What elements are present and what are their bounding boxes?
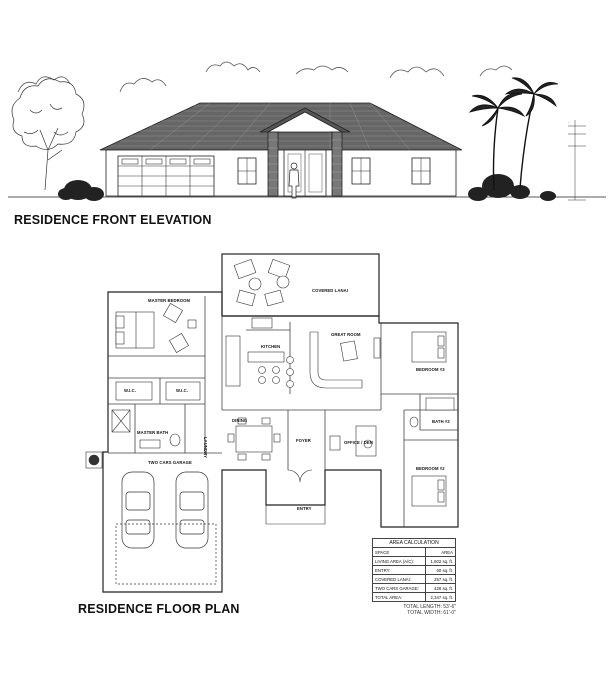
ac-unit <box>85 451 103 469</box>
table-row: COVERED LANAI: 257 sq. ft. <box>371 574 456 584</box>
area-header-area: AREA <box>425 547 456 557</box>
palm-trees <box>468 77 559 191</box>
master-bath-fixtures <box>111 409 181 449</box>
entry-porch <box>265 469 326 525</box>
svg-text:·: · <box>568 120 570 125</box>
lanai-furniture <box>233 258 291 307</box>
shrubs-right <box>468 174 556 201</box>
house-elevation <box>99 102 463 197</box>
dining-table <box>227 417 281 461</box>
area-value-cell: 2,347 sq. ft. <box>425 592 456 602</box>
elevation-level-markers: · <box>568 120 586 201</box>
room-wic-1: W.I.C. <box>124 388 136 393</box>
area-space-cell: TOTAL AREA: <box>371 592 427 602</box>
area-value-cell: 1,602 sq. ft. <box>425 556 456 566</box>
kitchen-fixtures <box>225 317 294 388</box>
great-room-sofa <box>309 331 381 389</box>
room-bedroom-2: BEDROOM #2 <box>416 466 445 471</box>
area-space-cell: ENTRY: <box>371 565 427 575</box>
room-laundry: LAUNDRY <box>203 437 208 459</box>
area-space-cell: TWO CARS GARAGE: <box>371 583 427 593</box>
room-bath-2: BATH #2 <box>432 419 450 424</box>
tree-left <box>11 78 85 191</box>
area-calculation-table: AREA CALCULATION SPACE AREA LIVING AREA … <box>371 538 456 602</box>
master-bed <box>115 303 197 353</box>
table-row: LIVING AREA (A/C): 1,602 sq. ft. <box>371 556 456 566</box>
area-value-cell: 257 sq. ft. <box>425 574 456 584</box>
elevation-title: RESIDENCE FRONT ELEVATION <box>14 212 212 228</box>
room-covered-lanai: COVERED LANAI <box>312 288 348 293</box>
room-entry: ENTRY <box>297 506 312 511</box>
room-dining: DINING <box>232 418 248 423</box>
room-master-bath: MASTER BATH <box>137 430 169 435</box>
area-value-cell: 428 sq. ft. <box>425 583 456 593</box>
office-desk <box>329 425 377 457</box>
floor-plan-title: RESIDENCE FLOOR PLAN <box>78 601 240 617</box>
bedroom-beds <box>411 331 447 507</box>
floor-plan-drawing <box>85 253 459 593</box>
room-office-den: OFFICE / DEN <box>344 440 373 445</box>
room-kitchen: KITCHEN <box>261 344 281 349</box>
clouds <box>17 61 513 93</box>
person-figure <box>288 162 300 199</box>
shrubs-left <box>58 180 104 201</box>
room-wic-2: W.I.C. <box>176 388 188 393</box>
room-foyer: FOYER <box>296 438 311 443</box>
garage-cars <box>115 471 217 585</box>
area-space-cell: LIVING AREA (A/C): <box>371 556 427 566</box>
total-width: TOTAL WIDTH: 61'-0" <box>407 610 456 616</box>
room-master-bedroom: MASTER BEDROOM <box>148 298 191 303</box>
area-space-cell: COVERED LANAI: <box>371 574 427 584</box>
total-dimensions: TOTAL LENGTH: 53'-6" TOTAL WIDTH: 61'-0" <box>380 604 456 616</box>
total-length: TOTAL LENGTH: 53'-6" <box>403 604 456 610</box>
table-row: TOTAL AREA: 2,347 sq. ft. <box>371 592 456 602</box>
bath2-fixtures <box>409 397 455 428</box>
area-header-space: SPACE <box>371 547 427 557</box>
area-table-title: AREA CALCULATION <box>372 538 456 548</box>
table-row: ENTRY: 60 sq. ft. <box>371 565 456 575</box>
wic-shelving <box>115 381 201 401</box>
room-two-cars-garage: TWO CARS GARAGE <box>148 460 192 465</box>
room-bedroom-3: BEDROOM #3 <box>416 367 445 372</box>
area-value-cell: 60 sq. ft. <box>425 565 456 575</box>
room-great-room: GREAT ROOM <box>331 332 361 337</box>
table-row: TWO CARS GARAGE: 428 sq. ft. <box>371 583 456 593</box>
interior-walls <box>108 296 458 527</box>
front-elevation-drawing: · <box>8 61 606 201</box>
